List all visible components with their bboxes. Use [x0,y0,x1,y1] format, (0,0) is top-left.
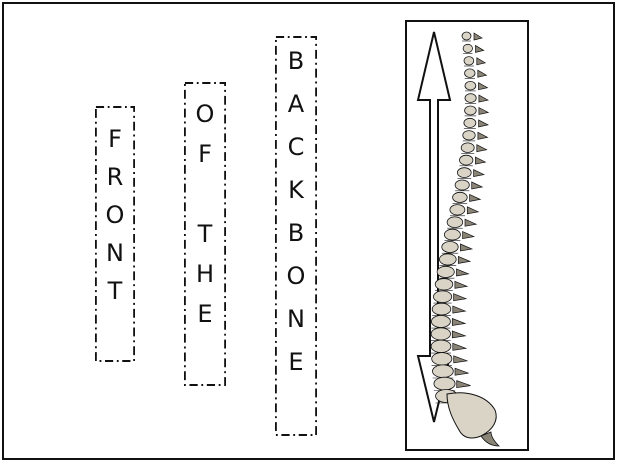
letter-e: E [275,341,317,384]
spinous-process [475,157,485,164]
vertebra [439,254,456,265]
vertebra [465,69,475,78]
letter-e: E [184,294,226,334]
spinous-process [457,269,469,276]
spinous-process [467,207,478,214]
vertebra [431,316,450,328]
spinous-process [472,182,483,189]
spinous-process [458,256,470,263]
letter-n: N [275,298,317,341]
vertebra [455,180,469,190]
letter-k: K [275,169,317,212]
spinous-process [478,132,488,139]
spinous-process [474,33,482,40]
vertebra [462,32,471,40]
vertebra [461,143,474,153]
vertebra [434,291,452,303]
vertebra [434,377,455,390]
letter-f: F [95,120,135,158]
vertebra [432,353,452,365]
vertebra [450,205,465,215]
spinous-process [474,170,484,177]
spinous-process [460,244,472,251]
sacrum [447,393,496,438]
spinous-process [479,83,488,90]
vertebra [442,242,458,253]
spinous-process [454,356,467,363]
spinous-process [479,95,488,102]
letter-b: B [275,40,317,83]
spinous-process [452,331,465,338]
letter-t: T [184,214,226,254]
letter-o: O [95,196,135,234]
vertebra [465,94,476,103]
letter-r: R [95,158,135,196]
word-backbone: B A C K B O N E [273,34,319,438]
letter-h: H [184,254,226,294]
vertebra [460,155,473,165]
spine-panel [405,20,529,451]
spinous-process [479,120,488,127]
vertebra [464,118,476,127]
spinous-process [477,145,487,152]
spinous-process [455,281,467,288]
letter-b: B [275,212,317,255]
spinous-process [455,368,469,375]
vertebra [444,229,460,240]
vertebra [447,217,463,228]
spinous-process [453,306,466,313]
spinous-process [479,108,488,115]
vertebra [433,365,454,378]
spinous-process [476,45,484,52]
vertebra [431,340,451,352]
vertebra [437,266,454,277]
letter-o: O [275,255,317,298]
spinous-process [457,381,471,388]
spinous-process [470,194,481,201]
vertebra [463,131,475,140]
spinous-process [452,319,465,326]
vertebra [435,279,453,290]
word-front: F R O N T [93,104,137,364]
spinous-process [463,232,474,239]
vertebra [464,57,474,65]
word-of-the: O F T H E [182,80,228,388]
spinous-process [477,58,485,65]
letter-n: N [95,234,135,272]
letter-f: F [184,134,226,174]
letter-c: C [275,126,317,169]
spine-illustration [407,22,529,451]
vertebra [457,168,471,178]
spinous-process [465,219,476,226]
vertebra [465,106,477,115]
spinous-process [478,70,487,77]
letter-t: T [95,272,135,310]
vertebra [463,44,472,52]
vertebra [431,328,450,340]
vertebra [465,81,476,90]
spinous-process [454,294,466,301]
vertebra [453,192,468,202]
letter-a: A [275,83,317,126]
letter-o: O [184,94,226,134]
spinous-process [453,343,466,350]
vertebra [432,303,451,315]
